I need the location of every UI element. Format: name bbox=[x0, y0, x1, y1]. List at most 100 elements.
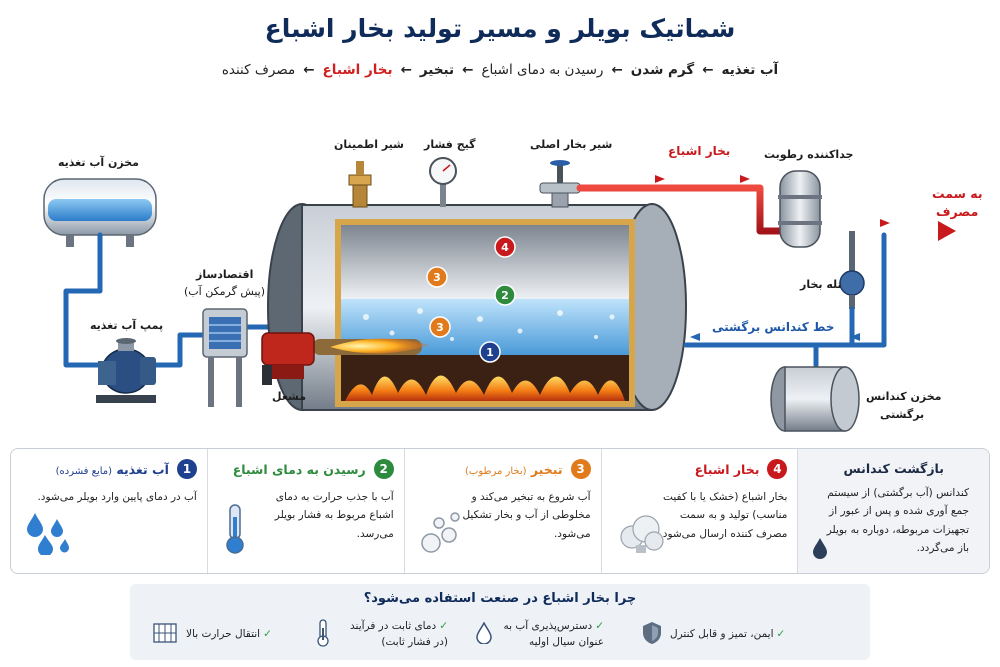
flow-item-saturated-steam: بخار اشباع bbox=[322, 62, 393, 78]
condensate-tank bbox=[770, 366, 860, 432]
flow-arrow-icon: ← bbox=[303, 62, 315, 78]
stage-marker-3b-label: 3 bbox=[436, 321, 444, 334]
shield-icon bbox=[642, 621, 662, 649]
why-item-label: ایمن، تمیز و قابل کنترل bbox=[670, 628, 774, 641]
condensate-tank-label-1: مخزن کندانس bbox=[866, 390, 942, 403]
step-description: آب در دمای پایین وارد بویلر می‌شود. bbox=[37, 491, 197, 503]
drop-icon bbox=[812, 537, 828, 563]
condensate-return-title: بازگشت کندانس bbox=[843, 461, 944, 476]
stage-marker-3-label: 3 bbox=[433, 271, 441, 284]
step-card-1: 1 آب تغذیه (مایع فشرده) آب در دمای پایین… bbox=[11, 449, 208, 573]
main-steam-valve bbox=[539, 160, 581, 208]
bubbles-icon bbox=[419, 509, 465, 559]
drop-icon bbox=[476, 621, 492, 648]
condensate-flow-arrows bbox=[690, 333, 860, 341]
step-title: تبخیر (بخار مرطوب) bbox=[465, 462, 563, 477]
feed-water-pipe bbox=[63, 232, 298, 368]
stage-marker-3: 3 bbox=[426, 266, 448, 288]
steam-flow-arrows bbox=[655, 175, 956, 241]
pressure-gauge-label: گیج فشار bbox=[424, 138, 476, 151]
thermometer-icon bbox=[222, 503, 248, 559]
why-item-label: انتقال حرارت بالا bbox=[186, 628, 261, 641]
safety-valve bbox=[348, 161, 372, 208]
step-title: بخار اشباع bbox=[695, 462, 760, 477]
why-item-text: ✓ایمن، تمیز و قابل کنترل bbox=[670, 627, 785, 643]
boiler-diagram: 4 3 2 3 1 مخزن آب تغذیه پمپ آب تغذیه اقت… bbox=[0, 95, 1000, 445]
step-subtitle: (بخار مرطوب) bbox=[465, 465, 527, 477]
safety-valve-label: شیر اطمینان bbox=[334, 138, 404, 151]
thermometer-icon bbox=[316, 619, 330, 651]
condensate-return-pipe bbox=[683, 232, 887, 368]
saturated-steam-label: بخار اشباع bbox=[668, 144, 731, 158]
flow-arrow-icon: ← bbox=[702, 62, 714, 78]
stage-marker-4-label: 4 bbox=[501, 241, 509, 254]
stage-marker-2-label: 2 bbox=[501, 289, 509, 302]
why-item-label: دمای ثابت در فرآیند (در فشار ثابت) bbox=[350, 620, 448, 648]
step-subtitle: (مایع فشرده) bbox=[55, 465, 113, 477]
burner bbox=[261, 332, 315, 385]
step-number-badge: 2 bbox=[373, 459, 394, 479]
step-card-4: 4 بخار اشباع بخار اشباع (خشک یا با کفیت … bbox=[602, 449, 799, 573]
process-flow-line: آب تغذیه←گرم شدن←رسیدن به دمای اشباع←تبخ… bbox=[0, 62, 1000, 78]
step-title-text: تبخیر bbox=[530, 461, 563, 477]
step-card-3: 3 تبخیر (بخار مرطوب) آب شروع به تبخیر می… bbox=[405, 449, 602, 573]
main-steam-valve-label: شیر بخار اصلی bbox=[530, 138, 613, 151]
step-title-text: آب تغذیه bbox=[116, 461, 169, 477]
stage-marker-4: 4 bbox=[494, 236, 516, 258]
flow-arrow-icon: ← bbox=[611, 62, 623, 78]
feed-water-pump bbox=[96, 338, 156, 403]
stage-marker-1: 1 bbox=[479, 341, 501, 363]
flow-item-evaporation: تبخیر bbox=[419, 62, 455, 78]
why-item-text: ✓دمای ثابت در فرآیند (در فشار ثابت) bbox=[338, 619, 448, 651]
condensate-tank-label-2: برگشتی bbox=[880, 408, 925, 421]
why-item-availability: ✓دسترس‌پذیری آب به عنوان سیال اولیه bbox=[476, 616, 604, 654]
heat-exchanger-icon bbox=[152, 621, 178, 649]
why-saturated-steam-panel: چرا بخار اشباع در صنعت استفاده می‌شود؟ ✓… bbox=[130, 584, 870, 660]
boiler-diagram-drawing: 4 3 2 3 1 bbox=[43, 157, 956, 432]
why-item-constant-temp: ✓دمای ثابت در فرآیند (در فشار ثابت) bbox=[316, 616, 448, 654]
step-description: بخار اشباع (خشک یا با کفیت مناسب) تولید … bbox=[659, 491, 788, 540]
process-steps-panel: 1 آب تغذیه (مایع فشرده) آب در دمای پایین… bbox=[10, 448, 990, 574]
check-icon: ✓ bbox=[595, 620, 604, 633]
why-item-safe: ✓ایمن، تمیز و قابل کنترل bbox=[642, 616, 785, 654]
why-item-heat-transfer: ✓انتقال حرارت بالا bbox=[152, 616, 272, 654]
moisture-separator bbox=[778, 170, 822, 248]
check-icon: ✓ bbox=[439, 620, 448, 633]
flow-item-feed-water: آب تغذیه bbox=[721, 62, 779, 78]
step-title: آب تغذیه (مایع فشرده) bbox=[56, 462, 169, 477]
page-title: شماتیک بویلر و مسیر تولید بخار اشباع bbox=[264, 14, 736, 43]
flow-arrow-icon: ← bbox=[462, 62, 474, 78]
steam-trap-label: تله بخار bbox=[800, 278, 842, 291]
steam-trap bbox=[839, 231, 865, 309]
step-title-text: بخار اشباع bbox=[694, 461, 760, 477]
moisture-separator-label: جداکننده رطوبت bbox=[764, 148, 854, 161]
flow-arrow-icon: ← bbox=[400, 62, 412, 78]
feed-water-tank bbox=[43, 178, 157, 247]
why-title: چرا بخار اشباع در صنعت استفاده می‌شود؟ bbox=[363, 591, 637, 606]
why-item-text: ✓انتقال حرارت بالا bbox=[186, 627, 272, 643]
stage-marker-2: 2 bbox=[494, 284, 516, 306]
steam-cloud-icon bbox=[616, 509, 666, 559]
check-icon: ✓ bbox=[263, 628, 272, 641]
flow-item-consumer: مصرف کننده bbox=[221, 62, 296, 78]
water-drops-icon bbox=[25, 511, 71, 559]
step-title: رسیدن به دمای اشباع bbox=[233, 462, 366, 477]
burner-label: مشعل bbox=[272, 390, 307, 403]
economizer-sublabel: (پیش گرمکن آب) bbox=[184, 285, 266, 298]
step-description: آب با جذب حرارت به دمای اشباع مربوط به ف… bbox=[274, 491, 394, 540]
steam-pipe bbox=[576, 184, 944, 235]
economizer-label: اقتصادساز bbox=[196, 268, 254, 281]
stage-marker-3b: 3 bbox=[429, 316, 451, 338]
step-title-text: رسیدن به دمای اشباع bbox=[232, 461, 366, 477]
feed-pump-label: پمپ آب تغذیه bbox=[90, 319, 164, 332]
to-consumer-label-1: به سمت bbox=[932, 186, 983, 201]
step-number-badge: 4 bbox=[767, 459, 788, 479]
condensate-return-card: بازگشت کندانس کندانس (آب برگشتی) از سیست… bbox=[798, 449, 989, 573]
check-icon: ✓ bbox=[776, 628, 786, 641]
step-card-2: 2 رسیدن به دمای اشباع آب با جذب حرارت به… bbox=[208, 449, 405, 573]
condensate-line-label: خط کندانس برگشتی bbox=[712, 320, 835, 334]
feed-water-tank-label: مخزن آب تغذیه bbox=[58, 156, 139, 169]
boiler-shell bbox=[267, 203, 687, 411]
condensate-return-description: کندانس (آب برگشتی) از سیستم جمع آوری شده… bbox=[826, 487, 970, 555]
